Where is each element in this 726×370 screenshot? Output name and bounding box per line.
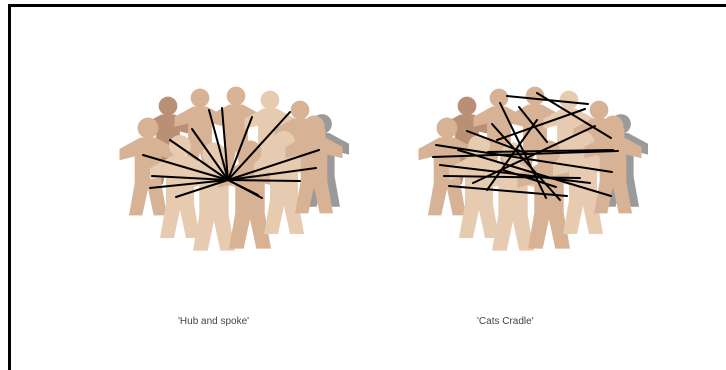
border-left [8, 4, 11, 370]
caption-cats-cradle: 'Cats Cradle' [477, 316, 534, 327]
border-top [8, 4, 726, 7]
spoke-line [228, 180, 300, 181]
caption-hub-and-spoke: 'Hub and spoke' [178, 316, 249, 327]
